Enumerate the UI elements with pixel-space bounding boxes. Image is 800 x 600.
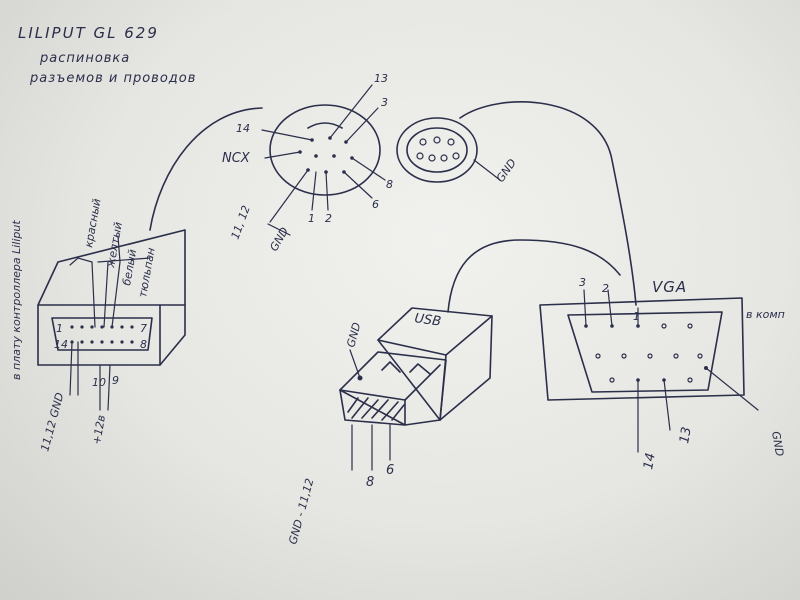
- minidin2-connector: [396, 101, 637, 306]
- minidin-gnd-label: GND: [267, 225, 291, 253]
- db15-pin-7: 7: [140, 322, 147, 335]
- usb-gnd-label: GND: [344, 321, 363, 349]
- db15-pin-8: 8: [140, 338, 147, 351]
- usb-pin-8: 8: [366, 475, 374, 490]
- vga-pin-2: 2: [602, 282, 609, 295]
- minidin-pin-2: 2: [325, 212, 332, 225]
- vga-gnd-label: GND: [769, 430, 786, 457]
- db15-pin-1: 1: [56, 322, 63, 335]
- wire-label-tulip: тюльпан: [136, 247, 158, 299]
- minidin-pin-13: 13: [374, 72, 388, 85]
- minidin-pin-14: 14: [236, 122, 250, 135]
- minidin-pin-6: 6: [372, 198, 379, 211]
- diagram-subtitle-1: распиновка: [39, 51, 130, 66]
- minidin-pin-3: 3: [381, 96, 388, 109]
- vga-to-pc-label: в комп: [746, 308, 785, 321]
- vga-pin-13: 13: [677, 426, 695, 445]
- minidin-pin-8: 8: [386, 178, 393, 191]
- minidin-pin-1: 1: [308, 212, 315, 225]
- usb-pin-6: 6: [386, 463, 394, 478]
- wire-label-white: белый: [120, 248, 139, 286]
- vga-pin-3: 3: [579, 276, 586, 289]
- usb-title: USB: [413, 311, 442, 330]
- minidin-connector: [261, 84, 386, 236]
- db15-pin-10: 10: [92, 376, 106, 389]
- db15-pin-14: 14: [54, 338, 68, 351]
- db15-connector: [37, 107, 263, 411]
- db15-12v-label: +12в: [90, 414, 108, 446]
- usb-pins-label: GND - 11,12: [286, 477, 316, 546]
- usb-connector: [339, 239, 621, 471]
- vga-connector: [539, 289, 759, 453]
- vga-title: VGA: [652, 278, 687, 296]
- minidin2-gnd-label: GND: [494, 157, 519, 185]
- minidin-pin-11-12: 11, 12: [229, 204, 253, 241]
- db15-pins: [70, 325, 134, 344]
- db15-pin-9: 9: [112, 374, 119, 387]
- db15-gnd-label: 11,12 GND: [38, 391, 66, 453]
- diagram-subtitle-2: разъемов и проводов: [29, 71, 196, 86]
- minidin-ncx-label: NCX: [222, 151, 251, 166]
- wire-label-red: красный: [82, 198, 103, 249]
- side-label: в плату контроллера Liliput: [10, 220, 23, 380]
- vga-pin-1: 1: [633, 310, 640, 323]
- vga-pin-14: 14: [641, 452, 659, 471]
- diagram-title: LILIPUT GL 629: [18, 24, 159, 42]
